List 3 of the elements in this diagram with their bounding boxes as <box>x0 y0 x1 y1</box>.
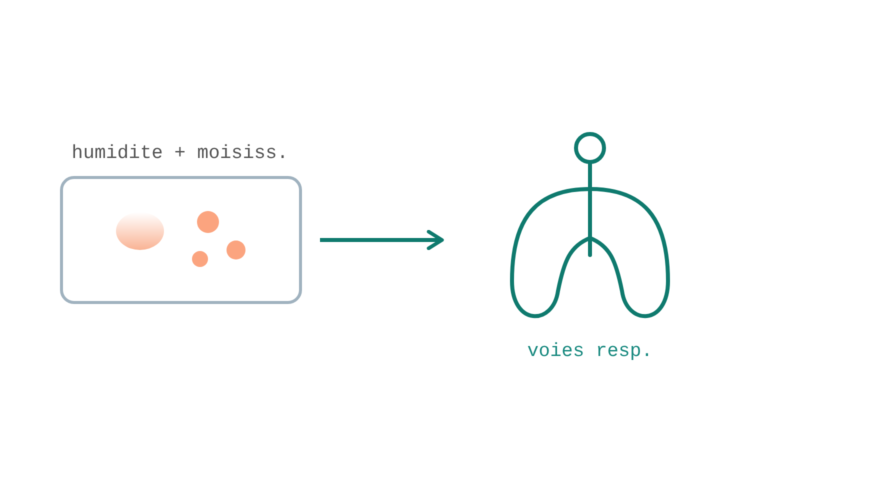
caption-text: voies resp. <box>526 340 654 362</box>
arrow <box>320 230 444 250</box>
heading-text: humidite + moisiss. <box>70 142 290 164</box>
